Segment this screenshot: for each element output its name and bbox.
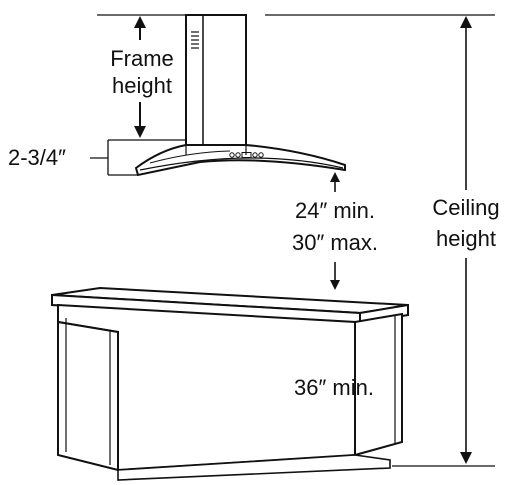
- frame-height-label-line2: height: [112, 73, 172, 98]
- frame-height-label-line1: Frame: [110, 46, 174, 71]
- hood-chimney: [185, 14, 247, 146]
- frame-height-dimension: [132, 16, 186, 141]
- ceiling-height-label-line2: height: [436, 226, 496, 251]
- island-cabinet: [51, 286, 409, 481]
- offset-bracket: [90, 139, 138, 176]
- ceiling-height-label-line1: Ceiling: [432, 195, 500, 220]
- ceiling-height-dimension: [460, 16, 472, 464]
- clearance-dimension: [330, 172, 340, 290]
- max-clearance-label: 30″ max.: [291, 230, 379, 255]
- counter-min-label: 36″ min.: [294, 375, 374, 400]
- hood-canopy: [134, 144, 346, 177]
- control-panel: [229, 152, 264, 158]
- offset-label: 2-3/4″: [8, 145, 66, 170]
- min-clearance-label: 24″ min.: [295, 198, 375, 223]
